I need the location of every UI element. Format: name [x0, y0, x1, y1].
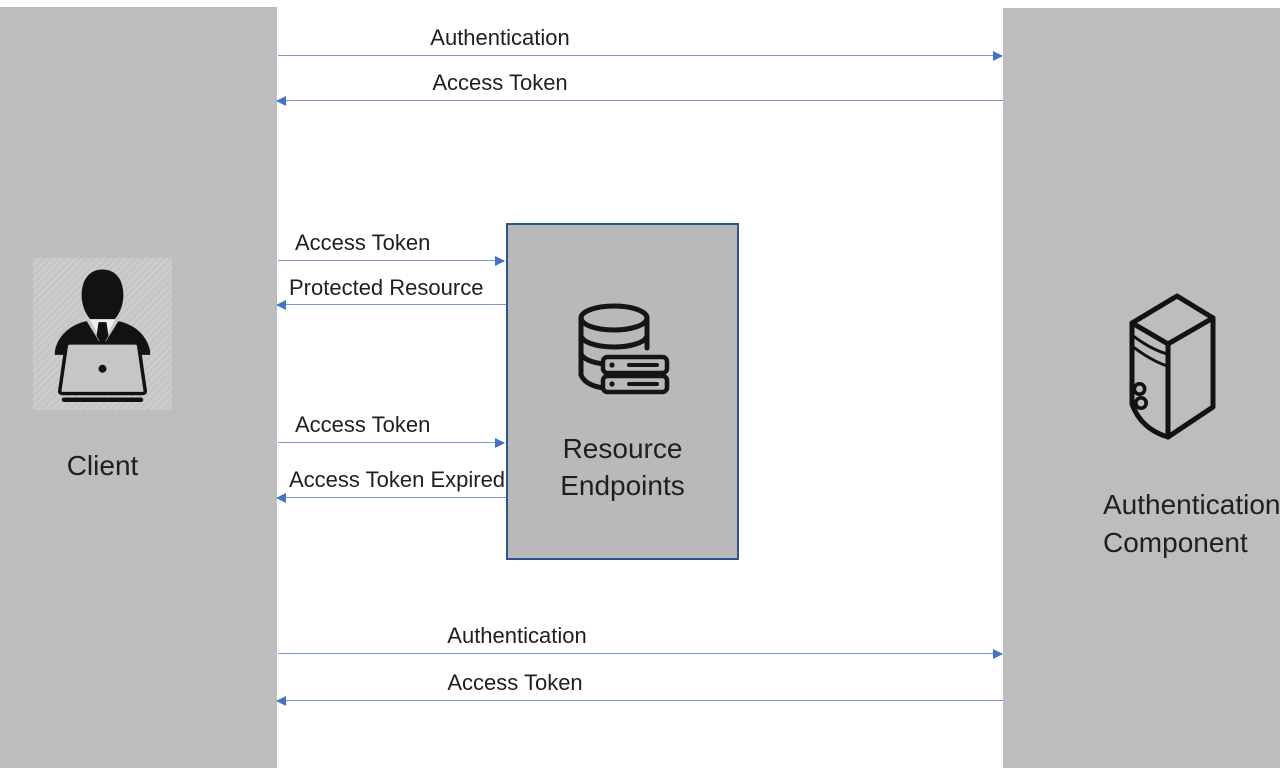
label-access-token-request: Access Token [295, 230, 431, 255]
person-laptop-icon [54, 269, 151, 403]
arrow-access-token-retry [278, 438, 505, 448]
client-label: Client [66, 450, 139, 481]
label-authentication-top: Authentication [430, 25, 570, 50]
arrow-access-token-expired [276, 493, 506, 503]
arrowhead-right-icon [993, 51, 1003, 61]
arrow-access-token-request [278, 256, 505, 266]
arrowhead-right-icon [495, 438, 505, 448]
arrow-access-token-bottom [276, 696, 1003, 706]
resource-endpoints-label: Resource Endpoints [560, 433, 685, 501]
arrowhead-right-icon [495, 256, 505, 266]
client-icon-tile [33, 258, 172, 410]
arrowhead-left-icon [276, 96, 286, 106]
label-access-token-expired: Access Token Expired [289, 467, 506, 492]
arrow-access-token-top [276, 96, 1003, 106]
label-access-token-bottom: Access Token [447, 670, 583, 695]
authentication-component-label: Authentication Component [1103, 489, 1280, 558]
server-tower-icon [1129, 293, 1216, 440]
label-authentication-bottom: Authentication [447, 623, 587, 648]
arrowhead-left-icon [276, 300, 286, 310]
arrow-authentication-bottom [278, 649, 1003, 659]
label-access-token-top: Access Token [432, 70, 568, 95]
resource-endpoints-box: Resource Endpoints [506, 223, 739, 560]
arrowhead-right-icon [993, 649, 1003, 659]
server-icon-wrap [1122, 292, 1222, 447]
label-protected-resource: Protected Resource [289, 275, 484, 300]
arrowhead-left-icon [276, 696, 286, 706]
arrow-protected-resource [276, 300, 506, 310]
database-icon [578, 303, 670, 395]
label-access-token-retry: Access Token [295, 412, 431, 437]
arrow-authentication-top [278, 51, 1003, 61]
arrowhead-left-icon [276, 493, 286, 503]
